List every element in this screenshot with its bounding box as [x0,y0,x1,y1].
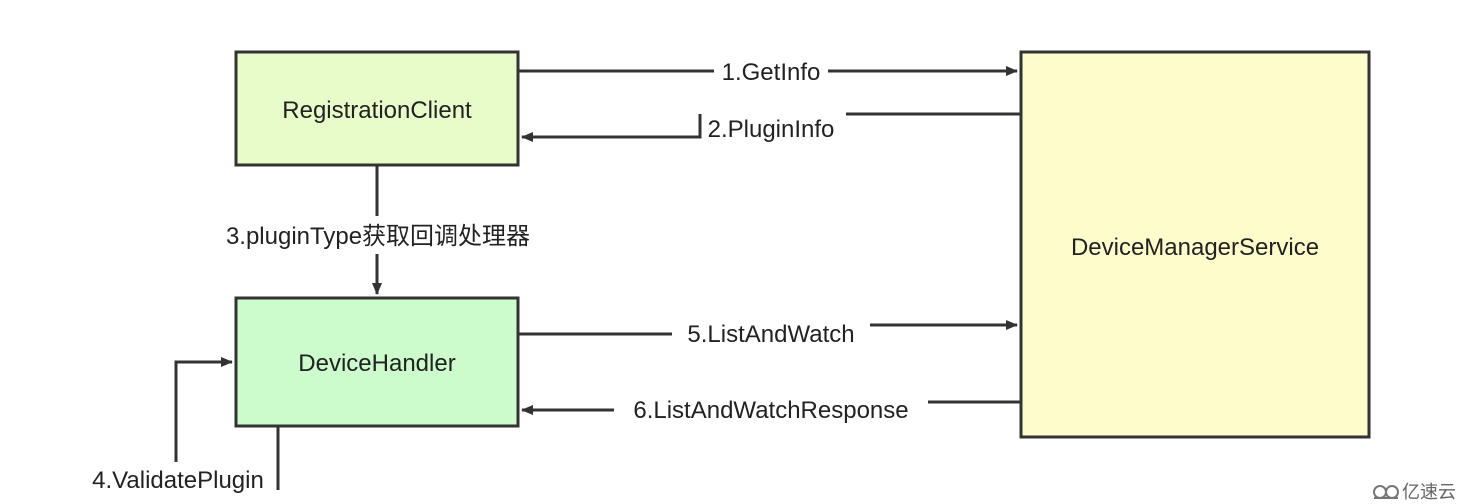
device-handler-box [234,296,520,428]
device-manager-service-node[interactable]: DeviceManagerService [1019,50,1371,439]
registration-client-box [234,50,520,167]
edge-list-and-watch: 5.ListAndWatch [518,320,1018,348]
edge-list-and-watch-label: 5.ListAndWatch [687,321,854,348]
edge-validate-plugin-label: 4.ValidatePlugin [92,467,264,494]
edge-validate-plugin: 4.ValidatePlugin [92,357,280,494]
edge-plugin-type-label: 3.pluginType获取回调处理器 [226,223,530,250]
device-manager-service-label: DeviceManagerService [1071,234,1319,261]
edge-plugin-info-label: 2.PluginInfo [708,116,835,143]
edge-list-and-watch-response: 6.ListAndWatchResponse [521,397,1021,424]
cloud-logo-icon [1373,485,1399,499]
edge-validate-plugin-line-up [174,357,233,462]
registration-client-label: RegistrationClient [282,97,472,124]
edge-get-info-label: 1.GetInfo [722,59,821,86]
edge-list-and-watch-response-label: 6.ListAndWatchResponse [633,397,908,424]
device-handler-label: DeviceHandler [298,350,455,377]
watermark: 亿速云 [1373,482,1456,503]
edge-plugin-type: 3.pluginType获取回调处理器 [226,165,530,295]
device-manager-service-box [1019,50,1371,439]
edge-plugin-info: 2.PluginInfo [521,112,1021,143]
registration-client-node[interactable]: RegistrationClient [234,50,520,167]
watermark-logo-text: 亿速云 [1402,482,1456,503]
edge-get-info: 1.GetInfo [518,59,1018,86]
device-handler-node[interactable]: DeviceHandler [234,296,520,428]
edge-plugin-info-line-b [521,114,702,142]
